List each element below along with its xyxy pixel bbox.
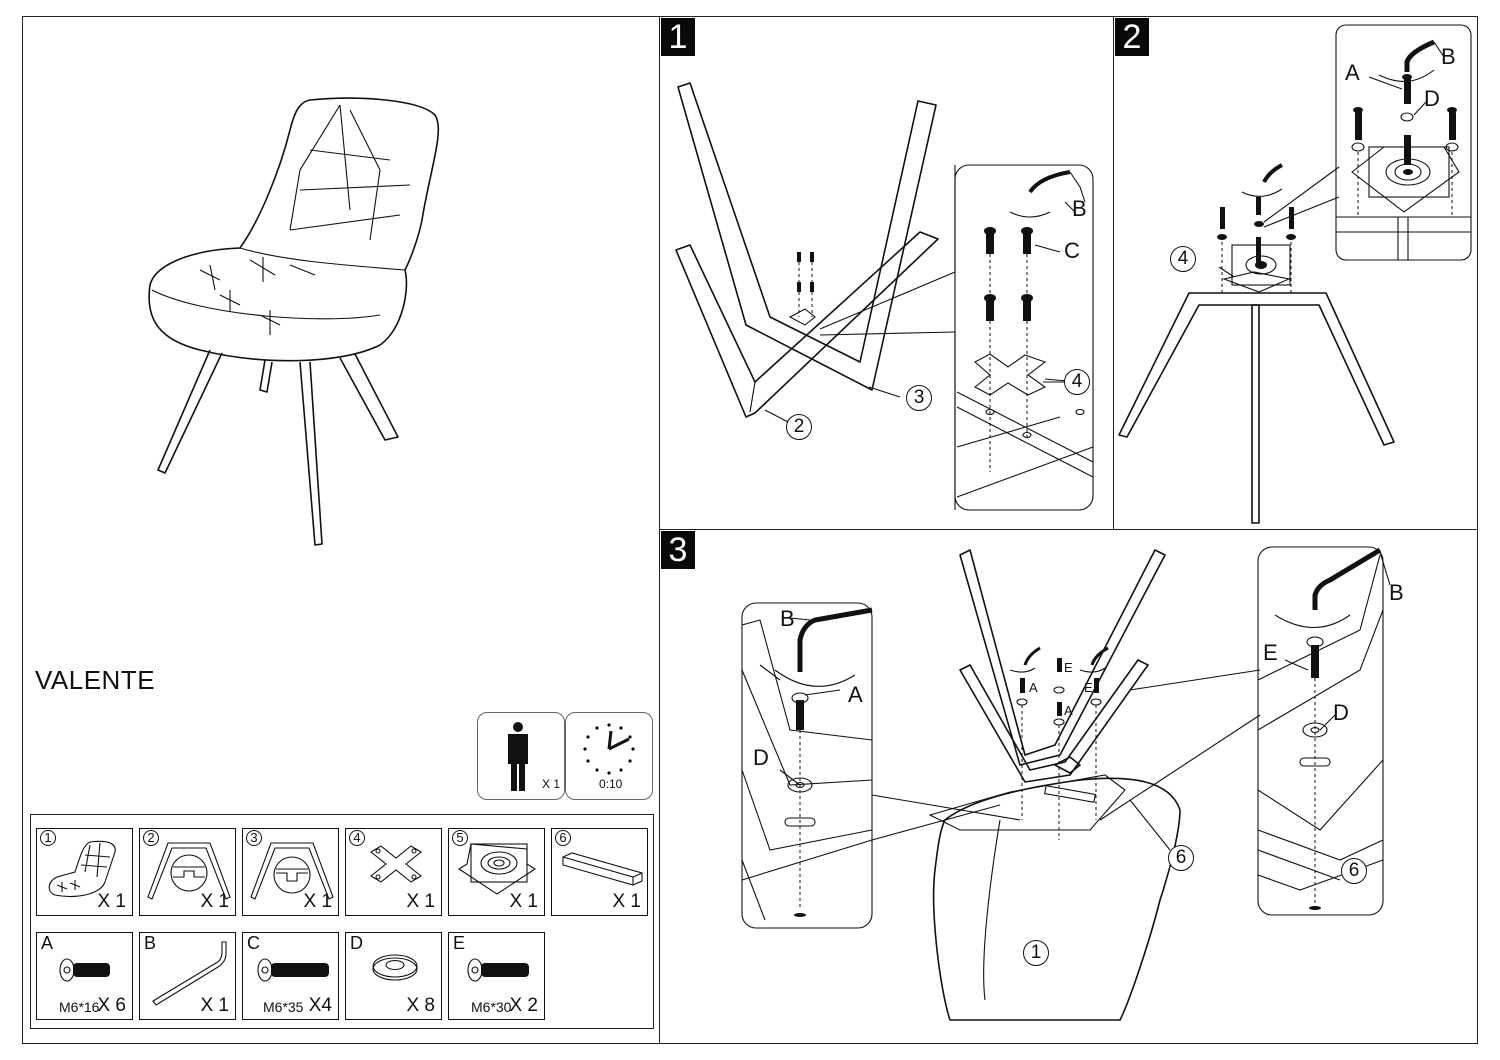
bolt-icon xyxy=(467,958,529,982)
part-qty: X 1 xyxy=(406,891,435,912)
part-qty: X 1 xyxy=(612,891,641,912)
hardware-e-bolt: E M6*30 X 2 xyxy=(448,932,545,1020)
hardware-c-bolt: C M6*35 X4 xyxy=(242,932,339,1020)
persons-count: X 1 xyxy=(541,777,560,791)
hardware-qty: X 1 xyxy=(200,995,229,1016)
step-3-callout-part-6-right: 6 xyxy=(1341,858,1367,884)
part-2-leg-frame: 2 X 1 xyxy=(139,828,236,916)
step-2-number: 2 xyxy=(1115,18,1149,56)
step-1-callout-part-4: 4 xyxy=(1064,369,1090,395)
part-5-swivel-plate: 5 X 1 xyxy=(448,828,545,916)
hardware-spec: M6*16 xyxy=(59,999,100,1015)
step-3-label-e-2: E xyxy=(1084,680,1093,695)
part-qty: X 1 xyxy=(200,891,229,912)
step-3-callout-d-left: D xyxy=(753,745,769,770)
washer-icon xyxy=(372,954,418,981)
step-1-callout-part-2: 2 xyxy=(786,414,812,440)
person-icon xyxy=(508,722,528,791)
step-3-label-e-1: E xyxy=(1064,660,1073,675)
hardware-spec: M6*30 xyxy=(471,999,512,1015)
leg-frame-icon xyxy=(147,842,231,900)
chair-illustration xyxy=(148,97,440,546)
hardware-qty: X4 xyxy=(308,995,332,1016)
bolt-icon xyxy=(59,958,110,982)
cross-plate-icon xyxy=(370,845,422,883)
step-3-callout-a-left: A xyxy=(848,682,863,707)
part-6-bar: 6 X 1 xyxy=(551,828,648,916)
hardware-a-bolt: A M6*16 X 6 xyxy=(36,932,133,1020)
bar-icon xyxy=(562,852,643,886)
part-qty: X 1 xyxy=(303,891,332,912)
step-2-callout-b: B xyxy=(1441,44,1456,69)
hardware-qty: X 8 xyxy=(406,995,435,1016)
step-1-number: 1 xyxy=(661,18,695,56)
leg-frame-3 xyxy=(677,82,937,391)
allen-key-icon xyxy=(152,941,227,1006)
seat-icon xyxy=(48,840,116,898)
part-3-leg-frame: 3 X 1 xyxy=(242,828,339,916)
part-id: 3 xyxy=(246,830,262,846)
leg-frame-2 xyxy=(675,231,939,418)
step-3-label-a-1: A xyxy=(1029,680,1038,695)
step-3-callout-b-right: B xyxy=(1389,580,1404,605)
step-3-callout-d-right: D xyxy=(1333,700,1349,725)
swivel-plate-icon xyxy=(457,843,537,895)
hardware-qty: X 6 xyxy=(97,995,126,1016)
step-2-callout-a: A xyxy=(1345,60,1360,85)
part-id: 1 xyxy=(40,830,56,846)
step-2-callout-d: D xyxy=(1424,86,1440,111)
bolt-icon xyxy=(257,958,329,982)
hardware-id: D xyxy=(350,933,363,953)
step-3-callout-part-6-center: 6 xyxy=(1168,845,1194,871)
part-id: 4 xyxy=(349,830,365,846)
step-1-callout-c: C xyxy=(1064,238,1080,263)
step-3-number: 3 xyxy=(661,531,695,569)
hardware-b-allen-key: B X 1 xyxy=(139,932,236,1020)
hardware-id: C xyxy=(247,933,260,953)
hardware-d-washer: D X 8 xyxy=(345,932,442,1020)
assembly-time-box: 0:10 xyxy=(565,712,653,800)
part-id: 5 xyxy=(452,830,468,846)
hardware-spec: M6*35 xyxy=(263,999,304,1015)
part-qty: X 1 xyxy=(97,891,126,912)
product-name: VALENTE xyxy=(35,665,156,695)
step-2-callout-part-4: 4 xyxy=(1170,246,1196,272)
step-3-label-a-2: A xyxy=(1064,703,1073,718)
step-3-callout-b-left: B xyxy=(780,606,795,631)
step-1-callout-b: B xyxy=(1072,196,1087,221)
step-1-drawing xyxy=(675,82,1094,511)
leg-frame-icon xyxy=(250,842,334,900)
clock-icon xyxy=(583,723,635,775)
hardware-qty: X 2 xyxy=(509,995,538,1016)
step-3-panel xyxy=(659,529,1478,1044)
assembly-time: 0:10 xyxy=(599,777,623,791)
step-3-drawing xyxy=(741,546,1391,1021)
step-1-callout-part-3: 3 xyxy=(906,385,932,411)
hardware-id: E xyxy=(453,933,466,953)
hardware-id: B xyxy=(144,933,157,953)
part-qty: X 1 xyxy=(509,891,538,912)
step-2-drawing xyxy=(1118,24,1472,524)
part-4-cross-plate: 4 X 1 xyxy=(345,828,442,916)
part-id: 6 xyxy=(555,830,571,846)
part-1-seat: 1 X 1 xyxy=(36,828,133,916)
persons-required-box: X 1 xyxy=(477,712,565,800)
part-id: 2 xyxy=(143,830,159,846)
step-3-callout-e-right: E xyxy=(1263,640,1278,665)
step-3-callout-part-1: 1 xyxy=(1023,940,1049,966)
parts-list xyxy=(30,814,654,1029)
hardware-id: A xyxy=(41,933,54,953)
